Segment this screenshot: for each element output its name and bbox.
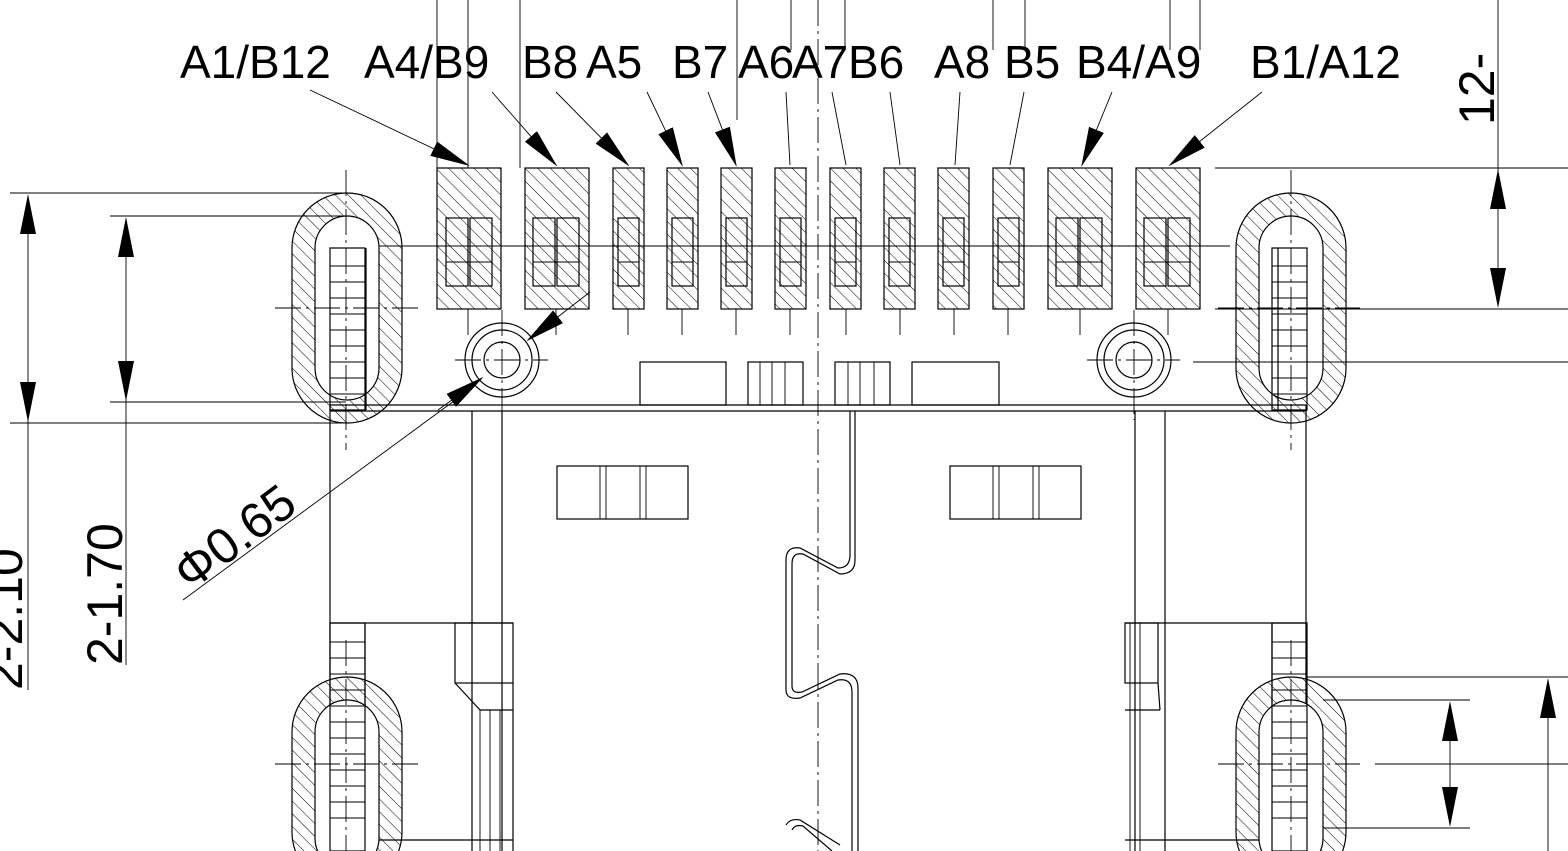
- pin-label-b6: B6: [848, 36, 904, 88]
- slot-top-left: [275, 170, 418, 450]
- dimension-outer-height-label: 2-2.10: [0, 548, 33, 690]
- pin-label-a4-b9: A4/B9: [364, 36, 489, 88]
- hole-right: [1087, 310, 1180, 420]
- leader-arrows: [309, 89, 1263, 167]
- hole-left: [455, 310, 548, 420]
- pin-label-a5: A5: [586, 36, 642, 88]
- pin-label-b4-a9: B4/A9: [1076, 36, 1201, 88]
- locating-holes: [455, 310, 1180, 420]
- dimension-right-pitch: 12-: [1193, 0, 1568, 363]
- pin-label-b1-a12: B1/A12: [1250, 36, 1401, 88]
- pin-labels: A1/B12 A4/B9 B8 A5 B7 A6 A7 B6 A8 B5 B4/…: [180, 36, 1401, 88]
- slot-bottom-left: [275, 622, 418, 851]
- pin-label-b7: B7: [672, 36, 728, 88]
- dimension-inner-height-label: 2-1.70: [77, 523, 133, 665]
- pin-label-b5: B5: [1004, 36, 1060, 88]
- slot-top-right: [1218, 170, 1360, 450]
- pin-label-a7: A7: [792, 36, 848, 88]
- dimension-outer-height: 2-2.10: [0, 192, 346, 690]
- dimension-bottom-right: [1307, 676, 1568, 851]
- pad-a1-b12: [436, 167, 502, 310]
- dimension-hole-diameter-label: Φ0.65: [163, 473, 306, 600]
- pin-label-a1-b12: A1/B12: [180, 36, 331, 88]
- pin-label-b8: B8: [522, 36, 578, 88]
- dimension-right-pitch-label: 12-: [1449, 53, 1505, 125]
- pin-label-a6: A6: [738, 36, 794, 88]
- top-extension-lines: [436, 0, 1201, 168]
- mounting-slots: [275, 170, 1360, 851]
- pin-pads: [370, 167, 1230, 335]
- slot-bottom-right: [1218, 622, 1360, 851]
- pin-label-a8: A8: [934, 36, 990, 88]
- dimension-inner-height: 2-1.70: [77, 215, 346, 665]
